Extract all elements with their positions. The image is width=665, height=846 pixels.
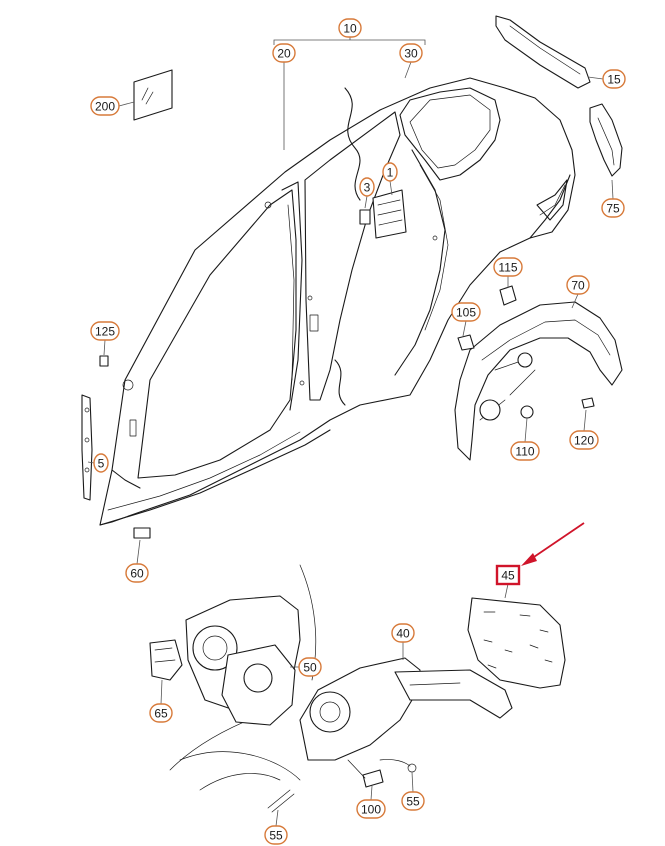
callout-frame [601,198,625,218]
side-panel-drawing [99,77,576,526]
callout-number: 65 [154,707,168,721]
callout-c105: 105 [451,302,481,322]
callout-c50: 50 [298,657,322,677]
callout-c30: 30 [399,43,423,63]
callout-number: 30 [404,47,418,61]
callout-frame [399,43,423,63]
callout-c45: 45 [495,564,521,586]
clip-parts [99,355,151,539]
callout-number: 20 [277,47,291,61]
callout-c110: 110 [510,441,540,461]
callout-frame [493,257,523,277]
callout-c1: 1 [382,162,398,182]
callout-frame [569,430,599,450]
callout-frame [391,623,415,643]
callout-number: 105 [456,306,476,320]
callout-c125: 125 [90,321,120,341]
callout-c115: 115 [493,257,523,277]
callout-c65: 65 [149,703,173,723]
callout-c100: 100 [356,799,386,819]
callout-c120: 120 [569,430,599,450]
callout-frame [451,302,481,322]
callout-number: 10 [343,22,357,36]
callout-number: 200 [95,100,115,114]
callout-number: 40 [396,627,410,641]
callout-number: 110 [515,445,534,459]
callout-number: 45 [501,569,515,583]
bracket-part [589,103,623,177]
wheelhouse-liner-part [454,285,623,461]
callout-number: 55 [269,829,283,843]
callout-frame [359,177,375,197]
callout-number: 125 [95,325,115,339]
callout-frame [566,275,590,295]
callout-number: 15 [607,73,621,87]
callout-frame [510,441,540,461]
callout-frame [298,657,322,677]
callout-frame [272,43,296,63]
callout-frame [356,799,386,819]
callout-number: 50 [303,661,317,675]
callout-frame [602,69,626,89]
callout-frame [382,162,398,182]
callout-frame [90,96,120,116]
callout-c55b: 55 [264,825,288,845]
callout-frame [401,791,425,811]
callout-c20: 20 [272,43,296,63]
callout-frame [125,563,149,583]
fuel-filler-drawing [149,564,513,813]
callout-c75: 75 [601,198,625,218]
callout-number: 55 [406,795,420,809]
callout-c40: 40 [391,623,415,643]
callout-c200: 200 [90,96,120,116]
callout-number: 5 [98,457,105,471]
callout-frame [149,703,173,723]
fuel-flap-part [467,597,566,689]
callout-frame [264,825,288,845]
callout-frame [338,18,362,38]
callout-c60: 60 [125,563,149,583]
callout-c70: 70 [566,275,590,295]
callout-number: 3 [364,181,371,195]
callout-frame [93,453,109,473]
pillar-strip-part [81,394,93,501]
callout-c5: 5 [93,453,109,473]
callout-frame [90,321,120,341]
roof-strip-part [495,15,591,89]
callout-labels: 10 20 30 15 200 75 1 3 115 70 105 125 120 110 5 60 45 40 5… [90,18,626,845]
callout-frame [495,564,521,586]
callout-c3: 3 [359,177,375,197]
callout-c10: 10 [338,18,362,38]
callout-number: 70 [571,279,585,293]
callout-number: 120 [574,434,594,448]
callout-c15: 15 [602,69,626,89]
leader-lines [87,37,614,827]
callout-number: 115 [498,261,517,275]
callout-c55a: 55 [401,791,425,811]
red-pointer-arrow [521,522,585,566]
callout-number: 60 [130,567,144,581]
callout-number: 1 [387,166,394,180]
glass-part [133,69,173,121]
callout-number: 100 [361,803,381,817]
callout-number: 75 [606,202,620,216]
